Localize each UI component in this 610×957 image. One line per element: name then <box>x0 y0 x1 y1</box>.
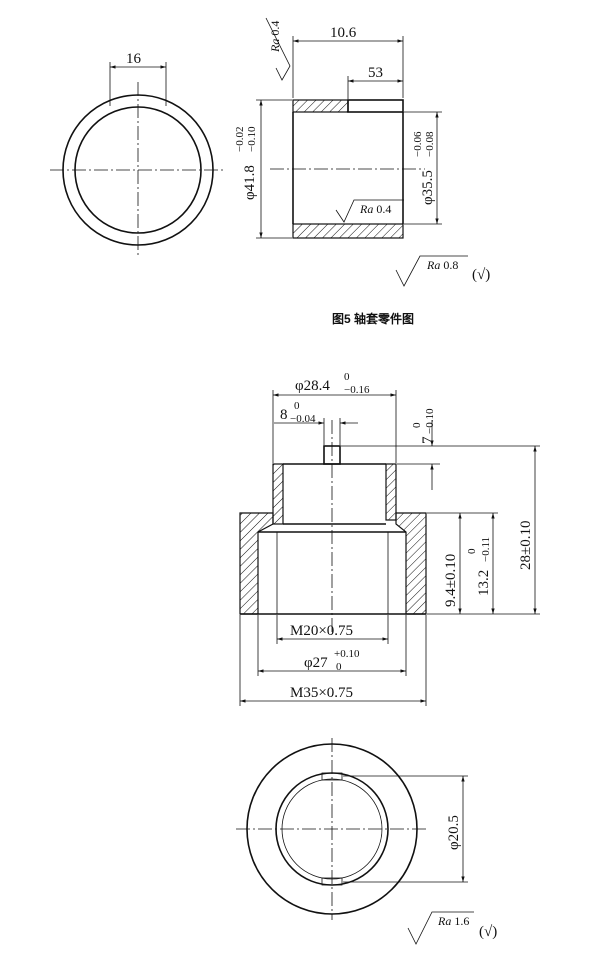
part-section-view: φ28.4 0 −0.16 8 0 −0.04 7 0 −0.10 <box>239 371 540 706</box>
bottom-wall-hatch <box>292 223 404 239</box>
m20-label: M20×0.75 <box>290 623 353 639</box>
roughness-check-mark <box>335 199 404 223</box>
svg-text:0: 0 <box>336 661 342 673</box>
svg-text:−0.10: −0.10 <box>246 126 258 152</box>
h132-label: 13.2 0 −0.11 <box>466 537 492 596</box>
roughness-top-text: Ra0.4 <box>268 21 282 53</box>
figure6-part-drawing: φ28.4 0 −0.16 8 0 −0.04 7 0 −0.10 <box>236 371 540 945</box>
svg-text:−0.04: −0.04 <box>290 413 316 425</box>
part-end-view: φ20.5 <box>236 738 468 920</box>
svg-text:+0.10: +0.10 <box>334 648 360 660</box>
svg-text:−0.06: −0.06 <box>412 131 424 157</box>
svg-text:−0.10: −0.10 <box>424 408 436 434</box>
svg-text:−0.16: −0.16 <box>344 384 370 396</box>
sleeve-end-view: 16 <box>50 51 226 258</box>
roughness-check-mark <box>407 911 474 945</box>
roughness-symbol-top: Ra0.4 <box>265 17 291 81</box>
width-dim-label: 10.6 <box>330 25 357 41</box>
key-width-label: 8 0 −0.04 <box>280 400 316 425</box>
top-wall-hatch <box>292 99 349 113</box>
m35-label: M35×0.75 <box>290 685 353 701</box>
roughness-check-mark <box>265 17 291 81</box>
svg-text:7: 7 <box>420 436 436 444</box>
total-height-label: 28±0.10 <box>518 521 534 570</box>
svg-text:φ28.4: φ28.4 <box>295 378 330 394</box>
d205-label: φ20.5 <box>446 815 462 850</box>
collar-right-wall <box>385 463 397 521</box>
svg-text:φ35.5: φ35.5 <box>420 170 436 205</box>
od-dim-label: φ41.8 −0.02 −0.10 <box>234 126 258 200</box>
svg-text:0: 0 <box>411 422 423 428</box>
svg-text:φ27: φ27 <box>304 655 328 671</box>
top-wall-chamfer <box>347 99 404 113</box>
svg-text:0: 0 <box>466 548 478 554</box>
svg-text:φ41.8: φ41.8 <box>242 165 258 200</box>
svg-text:0: 0 <box>344 371 350 383</box>
d27-label: φ27 +0.10 0 <box>304 648 360 673</box>
base-right-wall <box>395 512 427 615</box>
svg-text:8: 8 <box>280 407 288 423</box>
svg-text:13.2: 13.2 <box>476 570 492 596</box>
svg-text:−0.11: −0.11 <box>480 537 492 562</box>
roughness-check-mark <box>395 255 468 287</box>
chamfer-dim-label: 53 <box>368 65 383 81</box>
sleeve-section-view: 10.6 53 Ra0.4 φ41.8 −0.02 −0.10 <box>234 17 442 239</box>
d284-dim-label: φ28.4 0 −0.16 <box>295 371 370 396</box>
figure5-sleeve-drawing: 16 10.6 53 Ra0.4 <box>50 17 490 326</box>
collar-left-wall <box>272 463 284 525</box>
svg-text:−0.08: −0.08 <box>424 131 436 157</box>
id-dim-label: φ35.5 −0.06 −0.08 <box>412 131 436 205</box>
key-height-label: 7 0 −0.10 <box>411 408 436 444</box>
base-left-wall <box>239 512 274 615</box>
roughness-general-paren: (√) <box>472 267 490 283</box>
figure5-caption: 图5 轴套零件图 <box>332 311 414 326</box>
svg-text:0: 0 <box>294 400 300 412</box>
h94-label: 9.4±0.10 <box>443 554 459 607</box>
svg-text:−0.02: −0.02 <box>234 127 246 152</box>
roughness-general-paren: (√) <box>479 924 497 940</box>
slot-dim-label: 16 <box>126 51 142 67</box>
